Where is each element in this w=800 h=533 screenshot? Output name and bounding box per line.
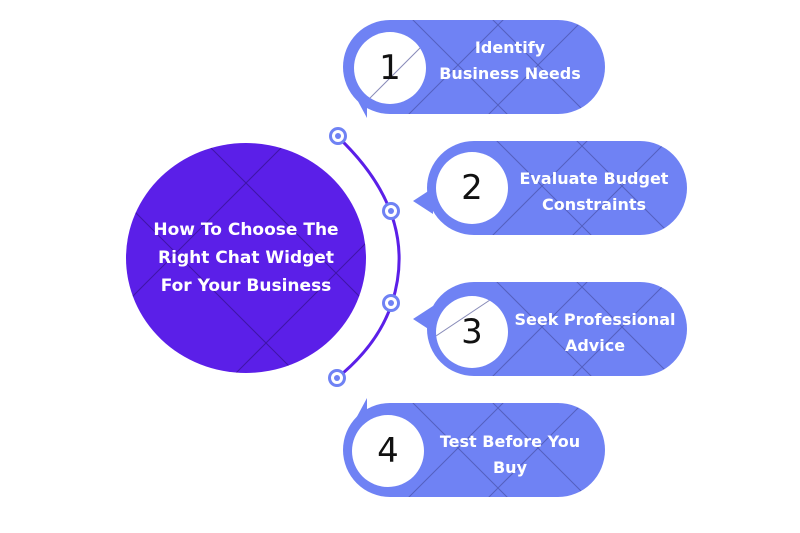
step-4-grid bbox=[408, 403, 588, 497]
center-circle bbox=[126, 143, 366, 373]
step-1-badge-grid bbox=[363, 41, 426, 104]
step-1-grid bbox=[408, 20, 588, 114]
step-2-label: Evaluate Budget Constraints bbox=[519, 169, 669, 214]
arc-node-4 bbox=[328, 369, 346, 387]
step-4-number: 4 bbox=[377, 431, 399, 471]
step-3-grid bbox=[492, 282, 672, 376]
step-2-number: 2 bbox=[461, 168, 483, 208]
step-3-badge-grid bbox=[436, 296, 497, 337]
step-2-number-badge: 2 bbox=[436, 152, 508, 224]
center-circle-grid bbox=[126, 143, 366, 373]
step-3-number: 3 bbox=[461, 312, 483, 352]
step-1-number-badge: 1 bbox=[354, 32, 426, 104]
arc-node-3 bbox=[382, 294, 400, 312]
step-3-number-badge: 3 bbox=[436, 296, 508, 368]
step-4-label: Test Before You Buy bbox=[439, 432, 581, 477]
arc-node-1 bbox=[329, 127, 347, 145]
step-1-label: Identify Business Needs bbox=[439, 38, 581, 83]
step-2-grid bbox=[492, 141, 672, 235]
step-1-number: 1 bbox=[379, 48, 401, 88]
arc-node-2 bbox=[382, 202, 400, 220]
center-title: How To Choose The Right Chat Widget For … bbox=[153, 220, 339, 296]
step-4-number-badge: 4 bbox=[352, 415, 424, 487]
step-3-label: Seek Professional Advice bbox=[514, 310, 676, 355]
